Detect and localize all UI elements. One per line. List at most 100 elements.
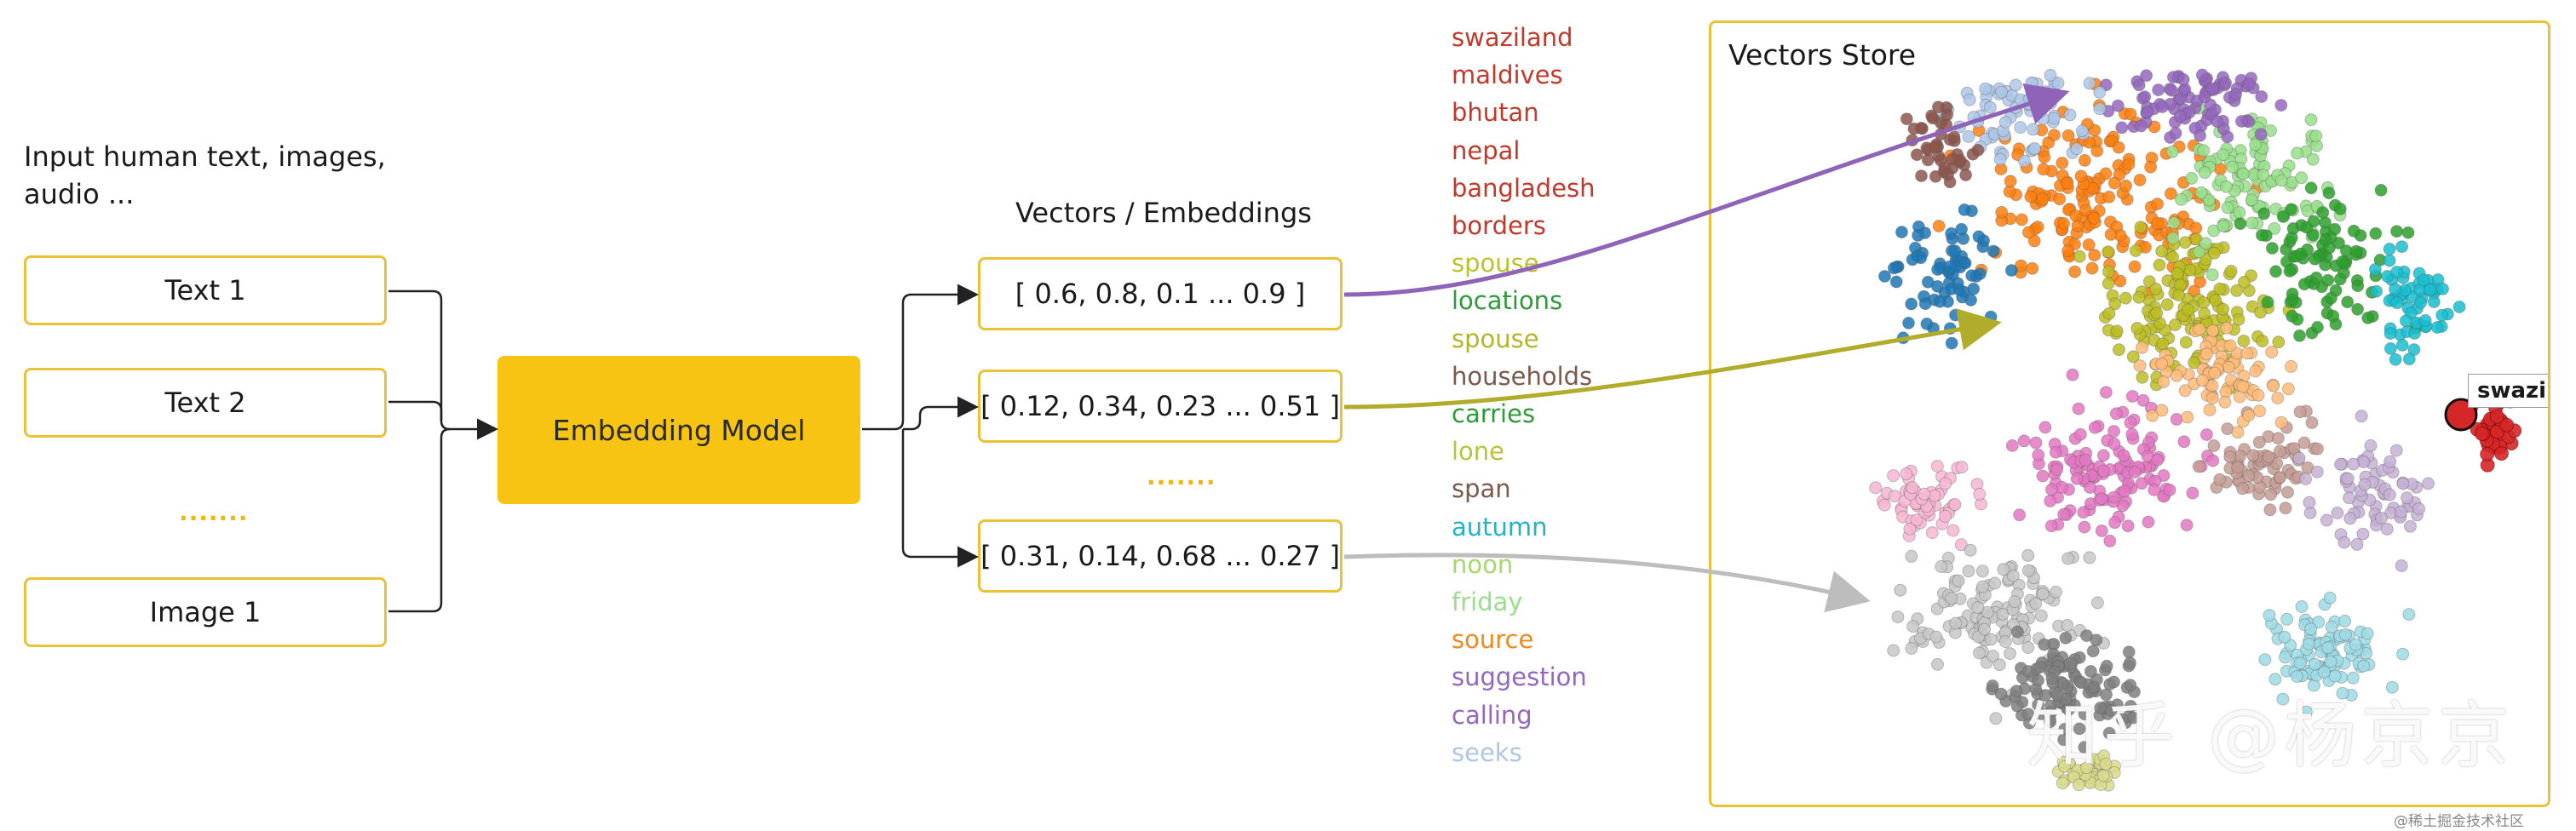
scatter-point	[2117, 449, 2130, 462]
inputs-ellipsis: ·······	[179, 504, 249, 532]
scatter-point	[2383, 327, 2397, 341]
scatter-point	[2395, 240, 2409, 254]
scatter-point	[2122, 158, 2136, 171]
scatter-point	[2281, 485, 2294, 499]
scatter-point	[2072, 402, 2085, 416]
word-item-4: bangladesh	[1452, 173, 1596, 203]
word-item-1: maldives	[1452, 60, 1563, 90]
connector-input-2	[388, 400, 443, 421]
scatter-point	[2034, 609, 2048, 622]
scatter-point	[2311, 442, 2324, 456]
scatter-point	[2263, 503, 2277, 517]
scatter-point	[2017, 434, 2031, 448]
scatter-point	[1988, 576, 2002, 590]
scatter-point	[2306, 152, 2320, 166]
scatter-point	[2112, 343, 2125, 357]
scatter-point	[2129, 244, 2142, 257]
scatter-point	[2150, 307, 2164, 320]
vectors-ellipsis: ·······	[1147, 468, 1216, 496]
scatter-point	[2207, 439, 2221, 452]
scatter-point	[2102, 245, 2115, 259]
scatter-point	[1933, 295, 1946, 308]
scatter-point	[2217, 302, 2230, 316]
scatter-point	[2057, 507, 2071, 521]
scatter-point	[2264, 488, 2278, 501]
scatter-point	[1958, 256, 1972, 270]
scatter-point	[1971, 601, 1985, 615]
scatter-point	[2343, 512, 2357, 525]
scatter-point	[2283, 264, 2297, 278]
scatter-point	[2151, 198, 2164, 211]
scatter-point	[2195, 68, 2209, 82]
scatter-point	[2199, 237, 2212, 250]
scatter-point	[2085, 261, 2099, 275]
scatter-point	[2374, 511, 2388, 524]
word-item-8: spouse	[1452, 324, 1539, 353]
scatter-point	[2006, 569, 2020, 582]
scatter-point	[2049, 585, 2062, 599]
scatter-point	[2004, 175, 2017, 188]
scatter-point	[2309, 252, 2321, 266]
scatter-point	[1962, 565, 1975, 578]
scatter-point	[2297, 278, 2311, 291]
scatter-point	[2238, 275, 2251, 289]
scatter-point	[2014, 121, 2027, 135]
scatter-point	[2188, 356, 2201, 370]
scatter-point	[2038, 421, 2052, 434]
scatter-point	[2061, 176, 2074, 190]
scatter-point	[2125, 390, 2139, 403]
input-label: Text 1	[164, 274, 246, 307]
scatter-point	[2155, 100, 2169, 113]
scatter-point	[2395, 505, 2408, 519]
scatter-point	[2276, 209, 2290, 223]
scatter-point	[2108, 297, 2122, 311]
word-item-13: autumn	[1452, 512, 1548, 542]
scatter-point	[2299, 473, 2312, 486]
scatter-point	[2151, 453, 2165, 467]
word-item-11: lone	[1452, 437, 1505, 467]
scatter-point	[2422, 477, 2435, 490]
scatter-point	[2402, 352, 2416, 366]
scatter-point	[2213, 282, 2227, 295]
scatter-point	[2102, 307, 2116, 320]
scatter-point	[2115, 121, 2129, 135]
scatter-point	[2061, 244, 2075, 258]
scatter-point	[2257, 207, 2271, 221]
scatter-point	[2452, 301, 2466, 313]
scatter-point	[2153, 258, 2166, 272]
scatter-point	[2279, 501, 2292, 515]
scatter-point	[1996, 607, 2010, 621]
scatter-point	[2396, 477, 2410, 490]
scatter-point	[1939, 509, 1952, 523]
scatter-point	[2044, 68, 2057, 82]
scatter-point	[2300, 221, 2314, 234]
scatter-point	[2132, 78, 2146, 92]
scatter-point	[2333, 272, 2347, 286]
scatter-point	[2167, 216, 2181, 230]
scatter-point	[2163, 484, 2176, 496]
scatter-point	[2361, 311, 2375, 324]
scatter-point	[2071, 219, 2084, 232]
scatter-point	[1906, 481, 1919, 495]
scatter-point	[2255, 228, 2268, 242]
scatter-point	[2390, 266, 2404, 278]
scatter-point	[2192, 460, 2205, 473]
scatter-point	[2237, 335, 2251, 347]
scatter-point	[2156, 337, 2170, 351]
input-label: Text 2	[164, 387, 246, 419]
scatter-point	[2401, 226, 2415, 239]
scatter-point	[2112, 140, 2125, 154]
scatter-point	[2093, 85, 2107, 99]
scatter-point	[1993, 152, 2007, 166]
scatter-point	[2399, 314, 2412, 328]
scatter-point	[1955, 222, 1969, 236]
scatter-point	[2226, 160, 2240, 174]
scatter-point	[1963, 93, 1976, 106]
scatter-point	[2107, 425, 2120, 438]
scatter-point	[2185, 171, 2199, 185]
scatter-point	[1995, 205, 2009, 219]
scatter-point	[2157, 469, 2171, 482]
scatter-point	[2310, 465, 2324, 479]
scatter-point	[2148, 483, 2161, 496]
